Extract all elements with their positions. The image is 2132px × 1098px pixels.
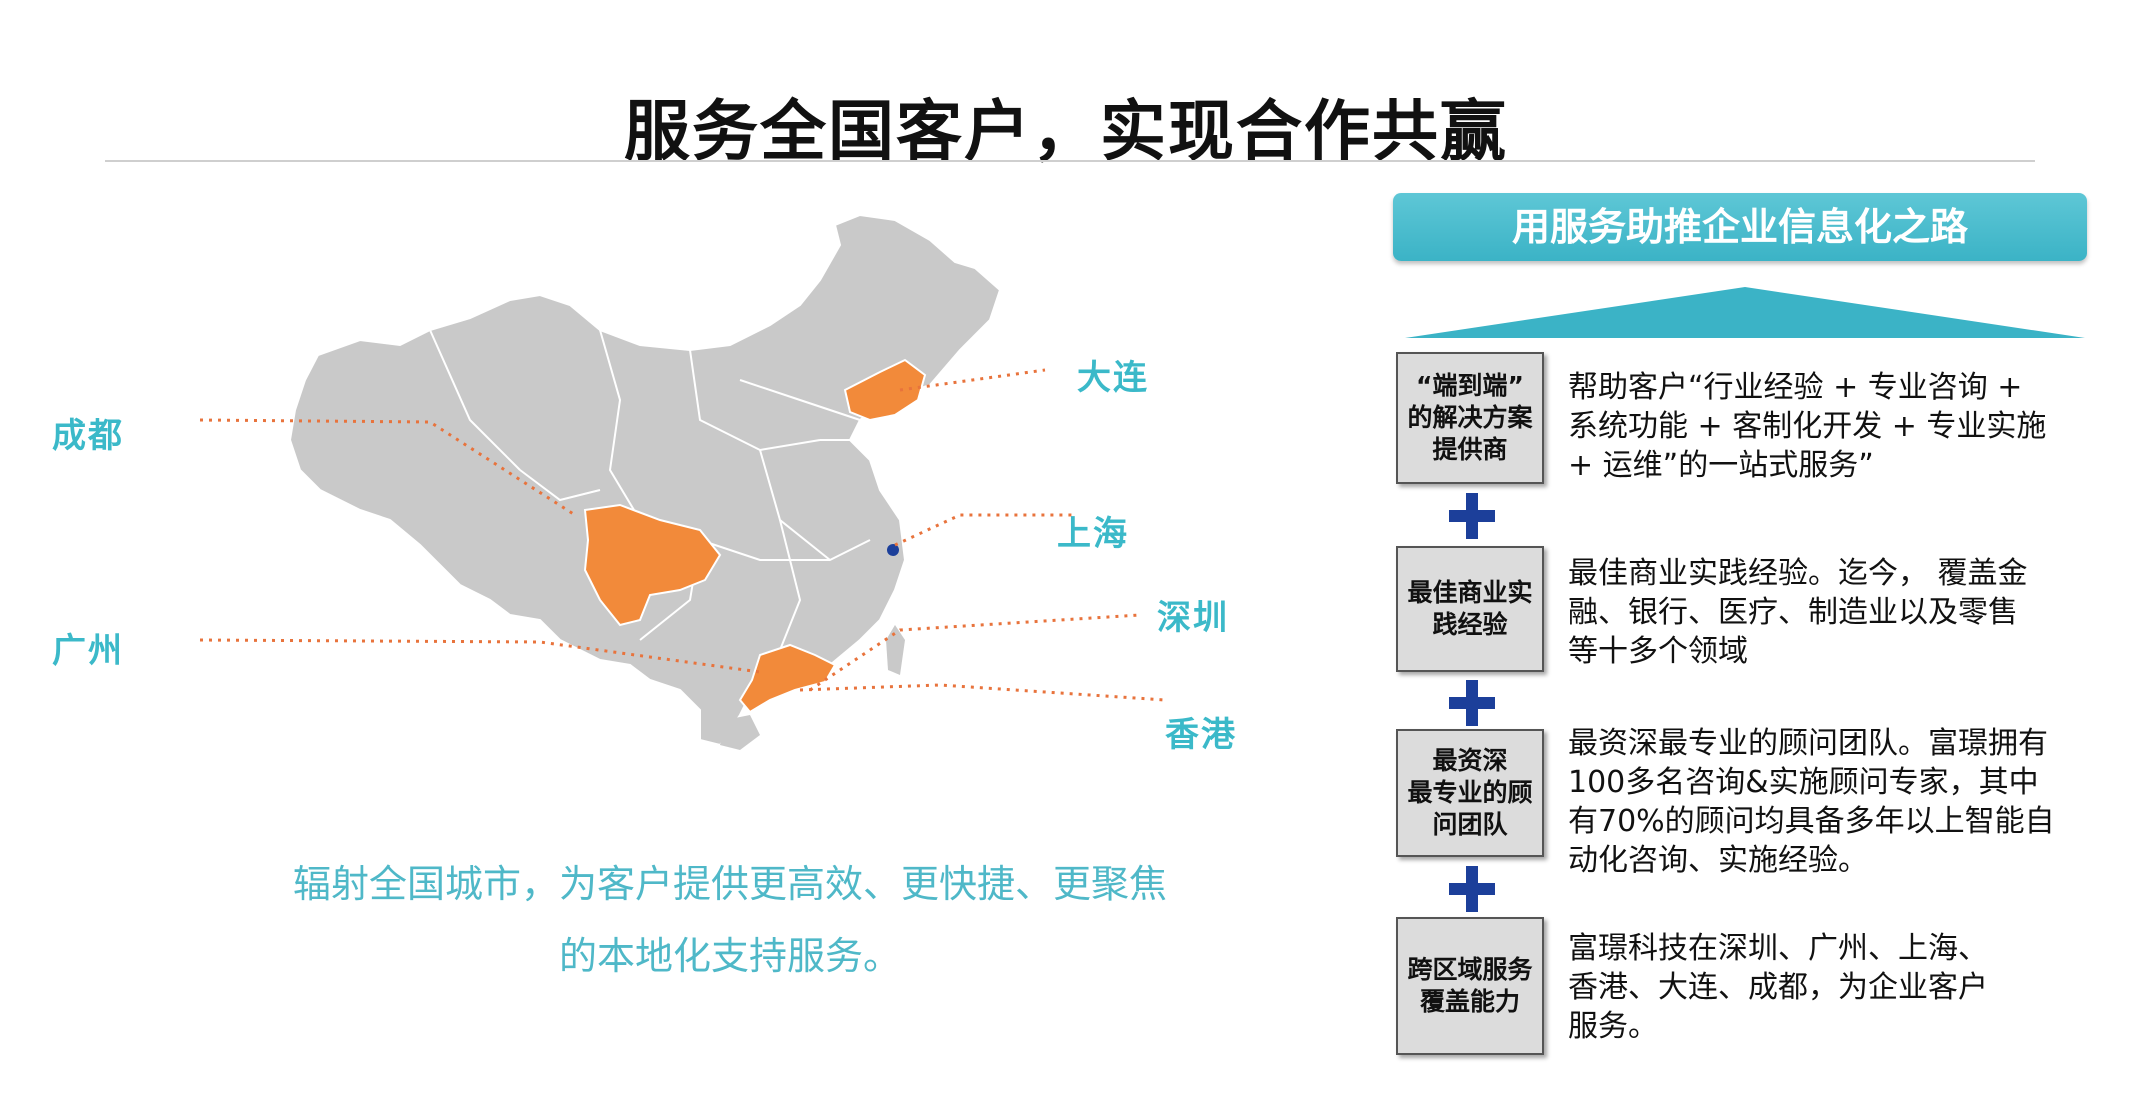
feature-desc-line: 动化咨询、实施经验。 (1568, 843, 1868, 878)
feature-label-line: 最资深 (1432, 746, 1508, 775)
map-caption-line1: 辐射全国城市，为客户提供更高效、更快捷、更聚焦 (292, 862, 1167, 906)
city-label-shenzhen: 深圳 (1157, 598, 1229, 638)
feature-label-line: 践经验 (1432, 610, 1508, 639)
china-map-base (288, 213, 1002, 747)
city-label-hongkong: 香港 (1165, 715, 1237, 755)
feature-box-expert-team: 最资深 最专业的顾 问团队 (1396, 729, 1544, 857)
feature-desc-line: 有70%的顾问均具备多年以上智能自 (1568, 804, 2055, 839)
feature-desc-best-practice: 最佳商业实践经验。迄今， 覆盖金 融、银行、医疗、制造业以及零售 等十多个领域 (1568, 554, 2088, 671)
feature-label-line: 最佳商业实 (1407, 578, 1533, 607)
feature-desc-line: 帮助客户“行业经验 + 专业咨询 + (1568, 370, 2023, 405)
title-divider (105, 160, 2035, 162)
guangdong-highlight (738, 643, 837, 714)
city-label-chengdu: 成都 (52, 416, 124, 456)
feature-label-line: 跨区域服务 (1407, 955, 1533, 984)
page-title: 服务全国客户，实现合作共赢 (624, 93, 1508, 170)
city-label-dalian: 大连 (1077, 358, 1149, 398)
taiwan-island (886, 625, 905, 675)
feature-desc-line: 最资深最专业的顾问团队。富璟拥有 (1568, 726, 2048, 761)
feature-desc-line: 香港、大连、成都，为企业客户 (1568, 970, 1988, 1005)
feature-box-best-practice: 最佳商业实 践经验 (1396, 546, 1544, 672)
banner-triangle (1405, 287, 2085, 338)
plus-icon (1449, 493, 1495, 539)
map-caption-line2: 的本地化支持服务。 (558, 934, 901, 978)
feature-desc-line: 融、银行、医疗、制造业以及零售 (1568, 595, 2018, 630)
city-label-guangzhou: 广州 (52, 631, 124, 671)
city-label-shanghai: 上海 (1057, 514, 1129, 554)
plus-icon (1449, 680, 1495, 726)
feature-desc-line: 100多名咨询&实施顾问专家，其中 (1568, 765, 2039, 800)
feature-box-end-to-end: “端到端” 的解决方案 提供商 (1396, 352, 1544, 484)
feature-desc-line: 服务。 (1568, 1009, 1658, 1044)
feature-label-line: 提供商 (1432, 435, 1508, 464)
feature-desc-expert-team: 最资深最专业的顾问团队。富璟拥有 100多名咨询&实施顾问专家，其中 有70%的… (1568, 724, 2088, 880)
leader-lines (199, 368, 1166, 702)
plus-icon (1449, 866, 1495, 912)
feature-desc-line: 系统功能 + 客制化开发 + 专业实施 (1568, 409, 2047, 444)
shanghai-marker (887, 544, 899, 556)
feature-desc-end-to-end: 帮助客户“行业经验 + 专业咨询 + 系统功能 + 客制化开发 + 专业实施 +… (1568, 368, 2088, 485)
feature-label-line: 最专业的顾 (1407, 778, 1533, 807)
feature-desc-line: 富璟科技在深圳、广州、上海、 (1568, 931, 1988, 966)
feature-label-line: 覆盖能力 (1419, 987, 1520, 1016)
feature-desc-line: 最佳商业实践经验。迄今， 覆盖金 (1568, 556, 2028, 591)
hainan-island (720, 715, 760, 750)
feature-desc-line: 等十多个领域 (1568, 634, 1748, 669)
sichuan-highlight (583, 503, 722, 627)
feature-desc-line: + 运维”的一站式服务” (1568, 448, 1874, 483)
feature-label-line: 的解决方案 (1407, 403, 1533, 432)
panel-banner: 用服务助推企业信息化之路 (1393, 193, 2087, 261)
liaoning-highlight (843, 358, 927, 422)
feature-label-line: “端到端” (1416, 371, 1524, 400)
china-map-area: 成都 广州 大连 上海 深圳 香港 (0, 180, 1300, 780)
feature-label-line: 问团队 (1432, 810, 1508, 839)
china-map (199, 213, 1166, 750)
feature-box-cross-region: 跨区域服务 覆盖能力 (1396, 917, 1544, 1055)
feature-desc-cross-region: 富璟科技在深圳、广州、上海、 香港、大连、成都，为企业客户 服务。 (1568, 929, 2088, 1046)
